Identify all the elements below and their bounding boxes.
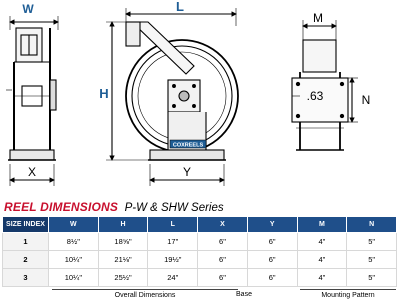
header-x: X	[197, 216, 248, 233]
section-subtitle: P-W & SHW Series	[124, 202, 224, 214]
table-cell: 6"	[246, 232, 298, 251]
table-cell: 6"	[246, 250, 298, 269]
section-title-row: REEL DIMENSIONS P-W & SHW Series	[4, 198, 224, 214]
header-w: W	[48, 216, 99, 233]
group-mounting-pattern: Mounting Pattern	[300, 289, 396, 301]
table-cell: 4"	[296, 250, 348, 269]
table-cell: 4"	[296, 232, 348, 251]
table-cell: 5"	[346, 232, 397, 251]
size-cell: 1	[2, 232, 49, 251]
table-cell: 6"	[246, 268, 298, 287]
dim-label-x: X	[28, 165, 36, 179]
dim-label-m: M	[313, 11, 323, 25]
mount-view	[291, 20, 358, 151]
table-cell: 4"	[296, 268, 348, 287]
table-cell: 19½"	[147, 250, 199, 269]
table-cell: 17"	[147, 232, 199, 251]
size-cell: 2	[2, 250, 49, 269]
group-overall-dimensions: Overall Dimensions	[52, 289, 238, 301]
reel-dimension-drawing: W L H M N X Y .63 COXREELS	[6, 0, 371, 186]
table-cell: 10¼"	[48, 268, 99, 287]
table-row: 2 10¼" 21⅛" 19½" 6" 6" 4" 5"	[2, 250, 397, 269]
header-m: M	[296, 216, 348, 233]
header-size-index: SIZE INDEX	[2, 216, 49, 233]
side-view	[6, 16, 59, 186]
table-row: 3 10¼" 25½" 24" 6" 6" 4" 5"	[2, 268, 397, 287]
table-cell: 25½"	[97, 268, 149, 287]
dim-label-y: Y	[183, 165, 191, 179]
header-h: H	[97, 216, 149, 233]
table-cell: 5"	[346, 250, 397, 269]
group-base: Base	[236, 291, 252, 298]
table-cell: 18⅝"	[97, 232, 149, 251]
dim-label-l: L	[176, 0, 184, 14]
table-cell: 6"	[197, 268, 248, 287]
table-cell: 10¼"	[48, 250, 99, 269]
table-row: 1 8½" 18⅝" 17" 6" 6" 4" 5"	[2, 232, 397, 251]
front-view	[106, 8, 239, 186]
dimension-table: SIZE INDEX W H L X Y M N 1 8½" 18⅝" 17" …	[2, 216, 397, 287]
size-cell: 3	[2, 268, 49, 287]
table-cell: 5"	[346, 268, 397, 287]
table-cell: 24"	[147, 268, 199, 287]
header-n: N	[346, 216, 397, 233]
table-cell: 21⅛"	[97, 250, 149, 269]
brand-plate-text: COXREELS	[173, 143, 204, 149]
header-l: L	[147, 216, 199, 233]
column-group-labels: Overall Dimensions Base Mounting Pattern	[0, 289, 399, 302]
section-title: REEL DIMENSIONS	[4, 200, 119, 214]
dim-label-w: W	[22, 2, 34, 16]
table-cell: 6"	[197, 250, 248, 269]
dim-label-h: H	[99, 86, 108, 101]
table-cell: 8½"	[48, 232, 99, 251]
table-cell: 6"	[197, 232, 248, 251]
dim-label-n: N	[362, 93, 371, 107]
table-header-row: SIZE INDEX W H L X Y M N	[2, 216, 397, 233]
header-y: Y	[246, 216, 298, 233]
dim-label-offset: .63	[307, 89, 324, 103]
